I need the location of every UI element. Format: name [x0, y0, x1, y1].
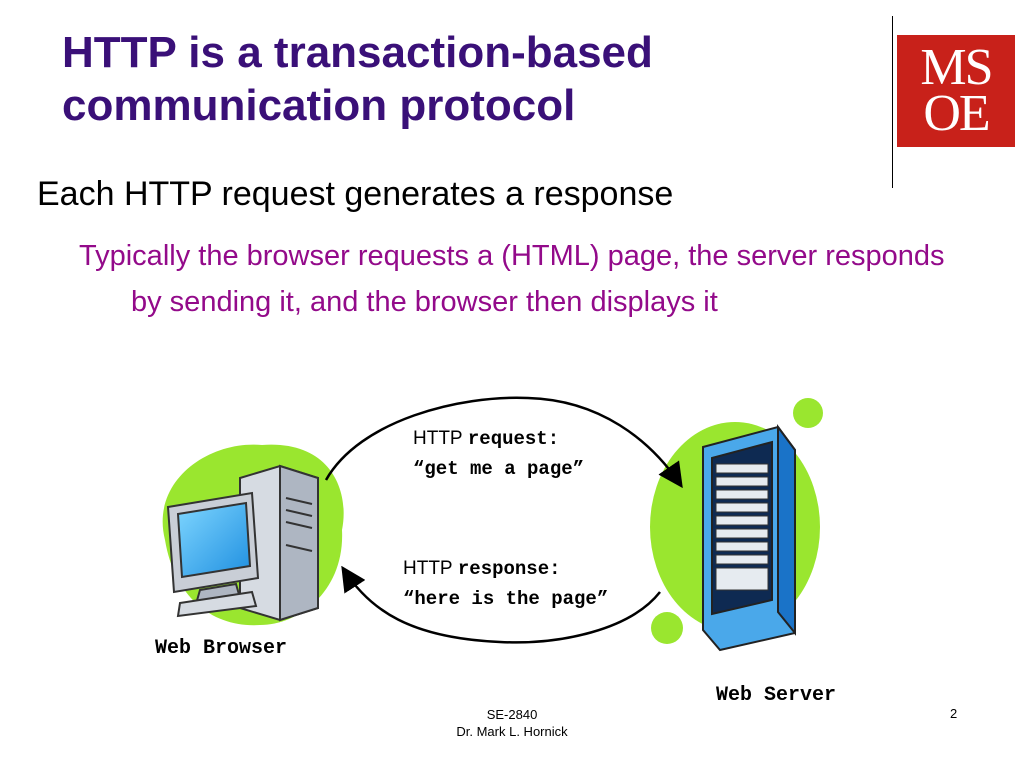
- request-prefix: HTTP: [413, 428, 463, 449]
- request-keyword: request:: [467, 428, 560, 450]
- server-icon: [702, 423, 796, 652]
- slide-title: HTTP is a transaction-based communicatio…: [62, 26, 862, 132]
- request-quote: “get me a page”: [413, 458, 585, 480]
- web-server-caption: Web Server: [716, 684, 837, 707]
- request-label: HTTP request: “get me a page”: [413, 424, 584, 484]
- footer-author: Dr. Mark L. Hornick: [456, 724, 568, 739]
- web-browser-caption: Web Browser: [155, 637, 288, 660]
- computer-icon: [166, 464, 319, 622]
- request-arrow: [324, 396, 683, 489]
- msoe-logo: MS OE: [897, 35, 1015, 147]
- server-bubble-large: [793, 398, 823, 428]
- header-divider: [892, 16, 893, 188]
- footer-course: SE-2840: [486, 707, 538, 722]
- title-line-2: communication protocol: [62, 81, 576, 130]
- response-quote: “here is the page”: [403, 588, 609, 610]
- logo-line-1: MS: [920, 39, 993, 96]
- page-number: 2: [950, 706, 958, 721]
- response-label: HTTP response: “here is the page”: [403, 554, 608, 614]
- bullet-level-2: Typically the browser requests a (HTML) …: [79, 240, 945, 318]
- footer-course-info: SE-2840 Dr. Mark L. Hornick: [412, 706, 612, 740]
- server-bubble-small: [651, 612, 683, 644]
- response-arrow: [341, 565, 661, 644]
- response-prefix: HTTP: [403, 558, 453, 579]
- bullet-level-1: Each HTTP request generates a response: [37, 175, 674, 213]
- title-line-1: HTTP is a transaction-based: [62, 28, 653, 77]
- logo-line-2: OE: [923, 85, 990, 142]
- response-keyword: response:: [457, 558, 561, 580]
